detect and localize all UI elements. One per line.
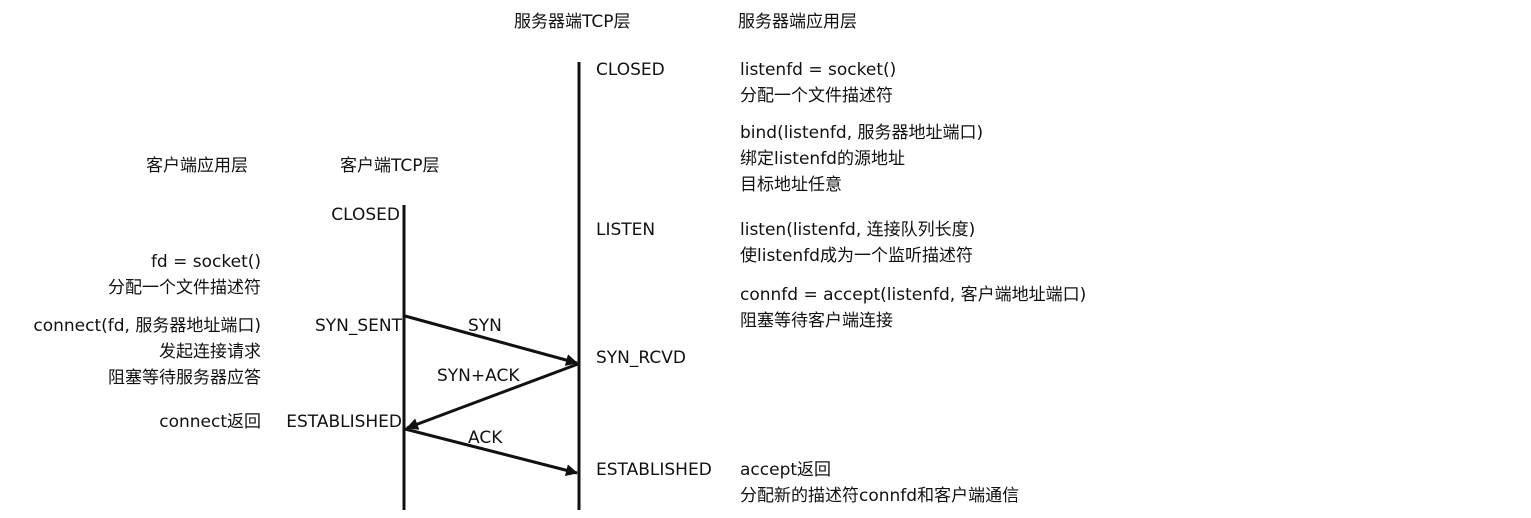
header-server-tcp: 服务器端TCP层: [514, 12, 631, 32]
client-call-socket-line: fd = socket(): [150, 252, 261, 272]
server-call-socket: listenfd = socket() 分配一个文件描述符: [740, 57, 896, 109]
syn-ack-arrow: [406, 362, 579, 430]
client-call-connect-line: connect(fd, 服务器地址端口): [33, 316, 261, 336]
server-state-listen: LISTEN: [596, 220, 656, 240]
message-syn-ack: SYN+ACK: [437, 366, 520, 386]
header-client-app: 客户端应用层: [146, 156, 248, 176]
server-call-listen-desc: 使listenfd成为一个监听描述符: [740, 246, 973, 266]
client-call-connect-desc-2: 阻塞等待服务器应答: [108, 368, 261, 388]
server-call-accept-desc: 阻塞等待客户端连接: [740, 311, 893, 331]
server-state-syn-rcvd: SYN_RCVD: [596, 348, 686, 368]
client-call-connect-return: connect返回: [159, 409, 261, 435]
client-state-closed: CLOSED: [331, 205, 400, 225]
header-server-app: 服务器端应用层: [738, 12, 857, 32]
message-ack: ACK: [468, 428, 503, 448]
ack-arrow: [404, 427, 578, 477]
server-call-accept: connfd = accept(listenfd, 客户端地址端口) 阻塞等待客…: [740, 282, 1086, 334]
server-call-accept-return: accept返回 分配新的描述符connfd和客户端通信: [740, 457, 1019, 509]
server-call-listen: listen(listenfd, 连接队列长度) 使listenfd成为一个监听…: [740, 217, 975, 269]
server-call-accept-return-line: accept返回: [740, 460, 832, 480]
server-call-listen-line: listen(listenfd, 连接队列长度): [740, 220, 976, 240]
message-syn: SYN: [468, 316, 502, 336]
server-call-accept-line: connfd = accept(listenfd, 客户端地址端口): [740, 285, 1087, 305]
client-state-syn-sent: SYN_SENT: [314, 316, 402, 336]
server-state-established: ESTABLISHED: [596, 460, 712, 480]
server-call-accept-return-desc: 分配新的描述符connfd和客户端通信: [740, 486, 1020, 506]
server-call-socket-desc: 分配一个文件描述符: [740, 86, 893, 106]
client-state-established: ESTABLISHED: [286, 412, 402, 432]
syn-arrow: [404, 314, 578, 366]
server-call-bind: bind(listenfd, 服务器地址端口) 绑定listenfd的源地址 目…: [740, 120, 983, 198]
server-call-bind-line: bind(listenfd, 服务器地址端口): [740, 123, 984, 143]
server-call-socket-line: listenfd = socket(): [740, 60, 897, 80]
header-client-tcp: 客户端TCP层: [340, 156, 440, 176]
client-call-connect-desc-1: 发起连接请求: [159, 342, 261, 362]
client-call-connect: connect(fd, 服务器地址端口) 发起连接请求 阻塞等待服务器应答: [33, 313, 261, 391]
client-call-socket: fd = socket() 分配一个文件描述符: [108, 249, 261, 301]
server-call-bind-desc-2: 目标地址任意: [740, 175, 842, 195]
server-state-closed: CLOSED: [596, 60, 665, 80]
client-call-connect-return-line: connect返回: [159, 412, 261, 432]
server-call-bind-desc-1: 绑定listenfd的源地址: [740, 149, 905, 169]
client-call-socket-desc: 分配一个文件描述符: [108, 278, 261, 298]
